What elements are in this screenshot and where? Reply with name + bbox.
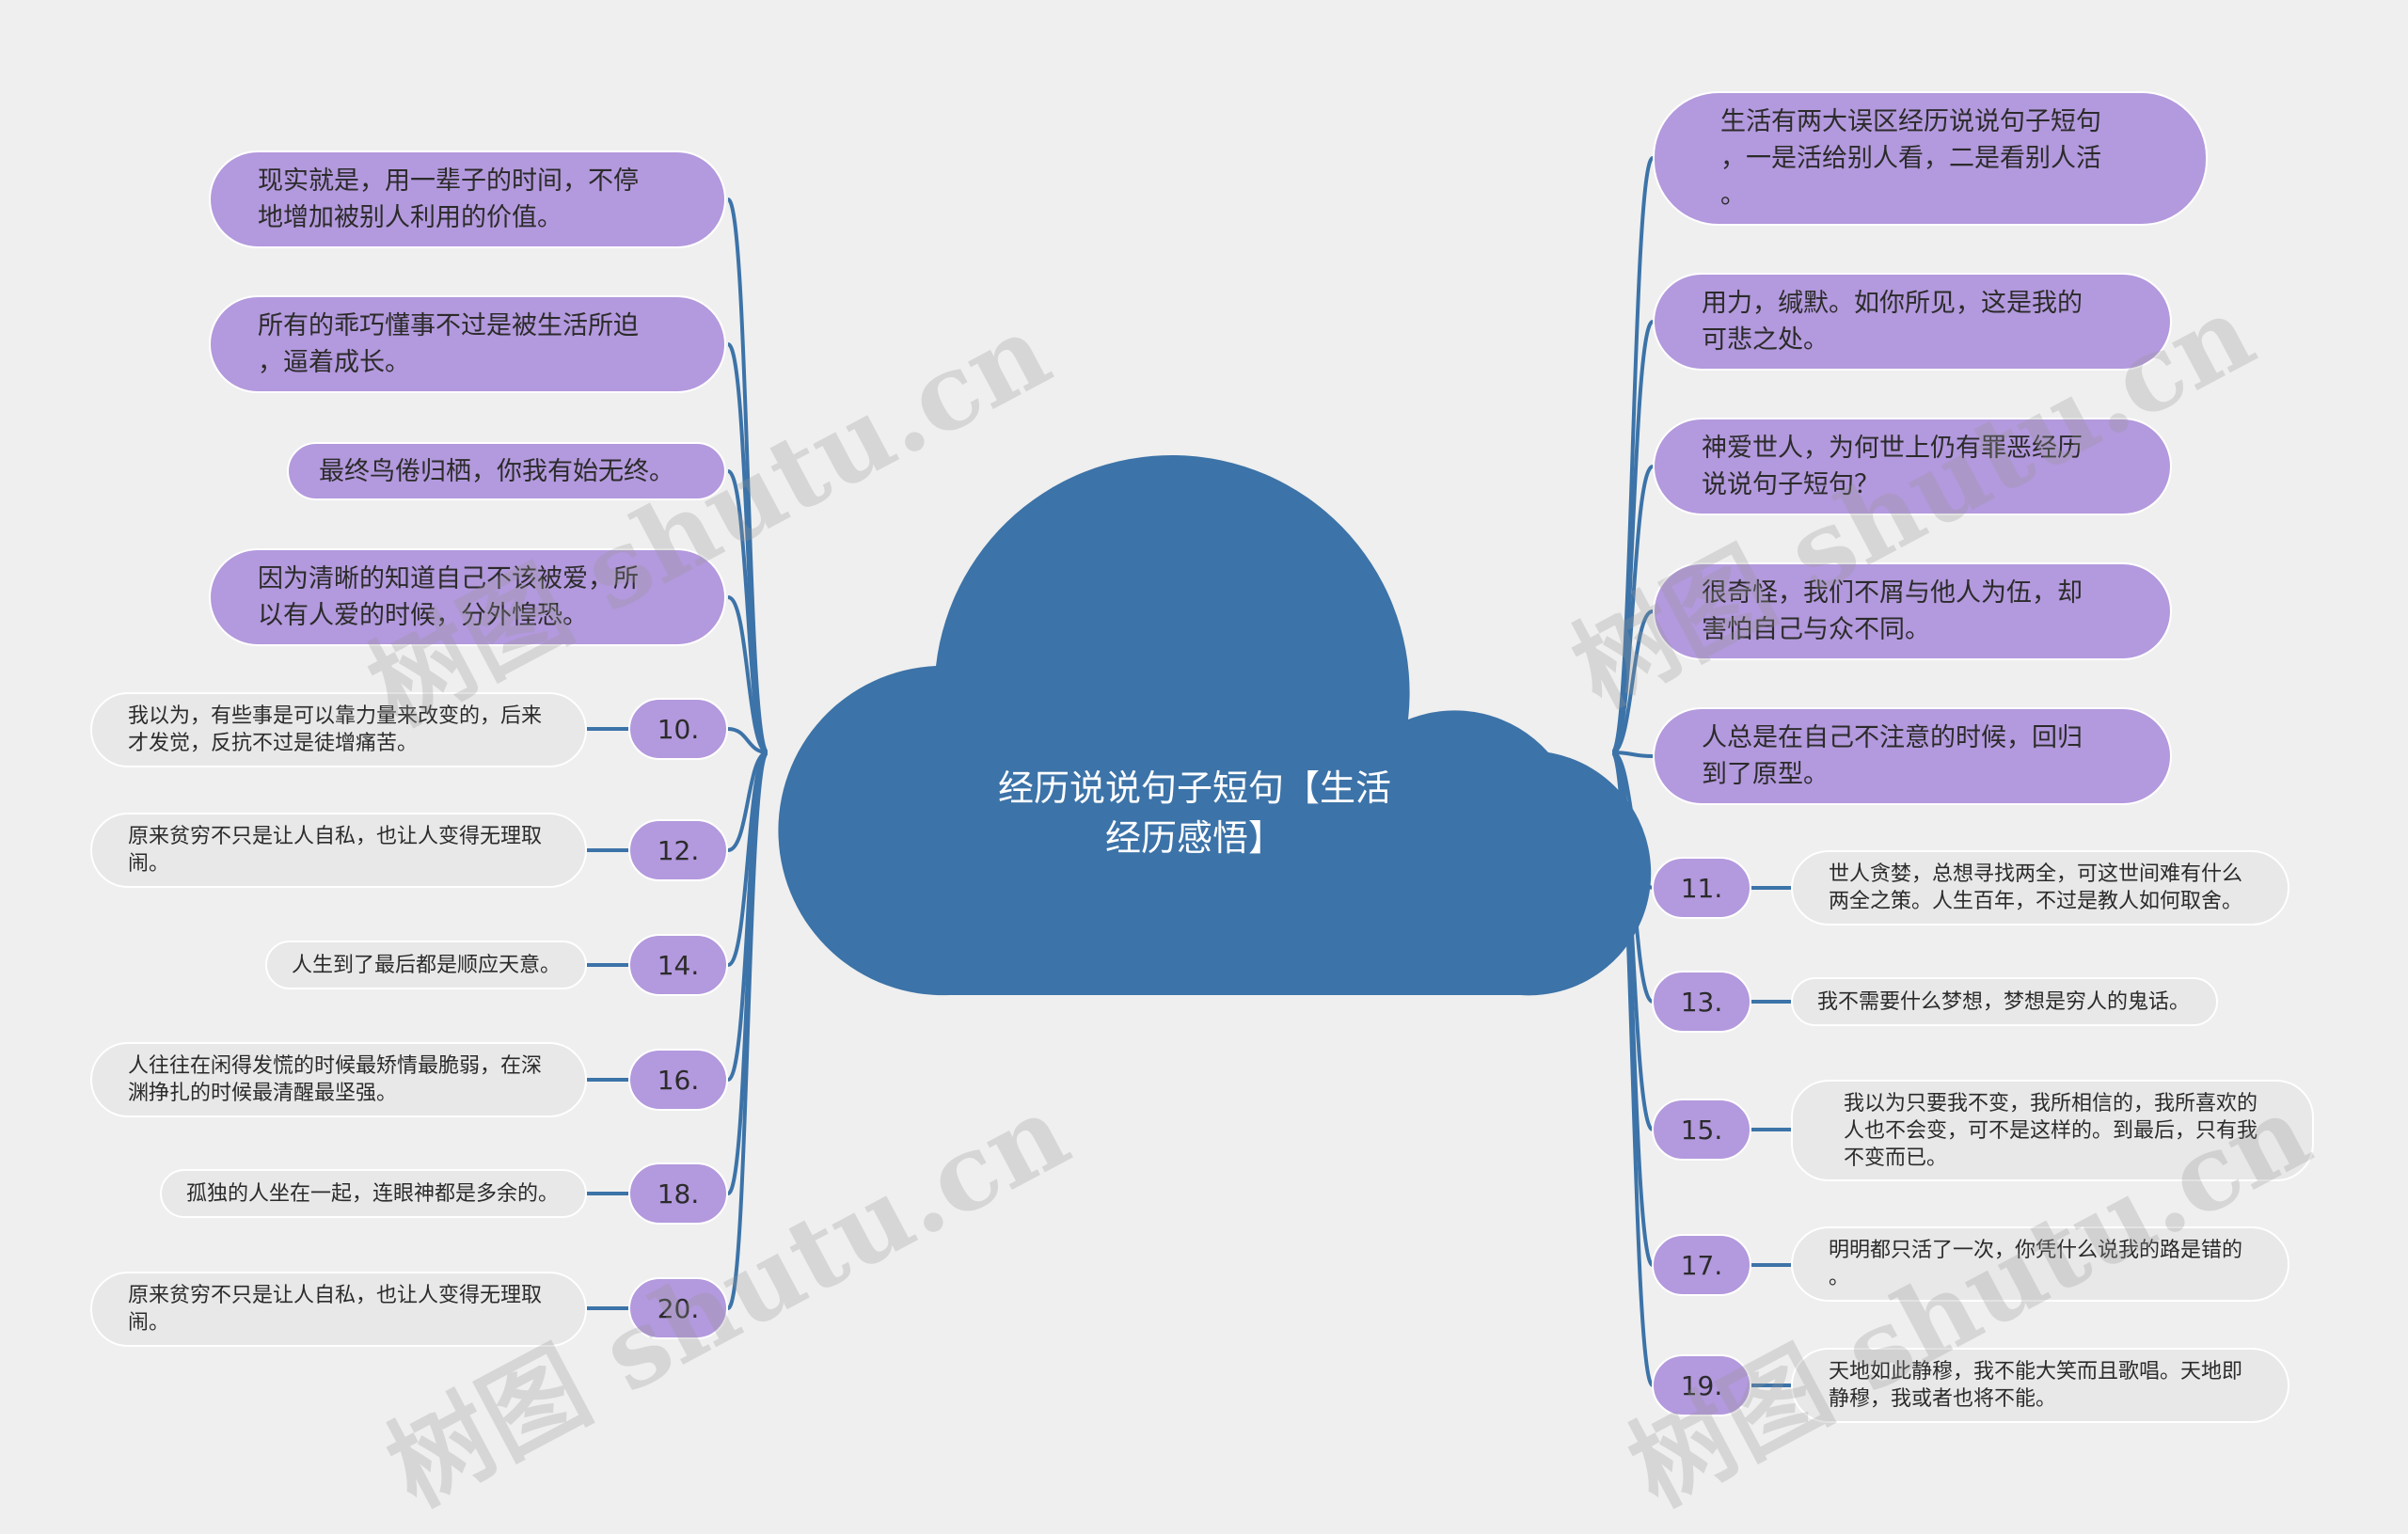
- central-topic-title[interactable]: 经历说说句子短句【生活 经历感悟】: [997, 767, 1391, 859]
- left-number-18[interactable]: 18.: [628, 1162, 728, 1225]
- right-leaf-19-text: 天地如此静穆，我不能大笑而且歌唱。天地即 静穆，我或者也将不能。: [1829, 1360, 2243, 1411]
- left-leaf-18[interactable]: 孤独的人坐在一起，连眼神都是多余的。: [160, 1169, 587, 1218]
- left-topic-4-text: 因为清晰的知道自己不该被爱，所 以有人爱的时候，分外惶恐。: [258, 564, 639, 630]
- left-topic-3[interactable]: 最终鸟倦归栖，你我有始无终。: [287, 442, 726, 500]
- right-link-4: [1611, 609, 1654, 754]
- right-topic-5-text: 人总是在自己不注意的时候，回归 到了原型。: [1702, 723, 2083, 789]
- left-leaf-14[interactable]: 人生到了最后都是顺应天意。: [265, 941, 587, 989]
- right-number-15[interactable]: 15.: [1652, 1099, 1751, 1161]
- right-number-13[interactable]: 13.: [1652, 971, 1751, 1033]
- left-topic-2-text: 所有的乖巧懂事不过是被生活所迫 ，逼着成长。: [258, 311, 639, 377]
- left-topic-3-text: 最终鸟倦归栖，你我有始无终。: [319, 456, 674, 486]
- left-link-10: [726, 751, 769, 1310]
- right-topic-4-text: 很奇怪，我们不屑与他人为伍，却 害怕自己与众不同。: [1702, 578, 2083, 644]
- right-leaf-17-text: 明明都只活了一次，你凭什么说我的路是错的 。: [1829, 1239, 2243, 1289]
- left-leaf-10[interactable]: 我以为，有些事是可以靠力量来改变的，后来 才发觉，反抗不过是徒增痛苦。: [90, 692, 587, 767]
- right-leaf-11-text: 世人贪婪，总想寻找两全，可这世间难有什么 两全之策。人生百年，不过是教人如何取舍…: [1829, 862, 2243, 913]
- left-leaf-14-text: 人生到了最后都是顺应天意。: [292, 953, 562, 977]
- left-leaf-20[interactable]: 原来贫穷不只是让人自私，也让人变得无理取 闹。: [90, 1272, 587, 1347]
- left-leaf-12[interactable]: 原来贫穷不只是让人自私，也让人变得无理取 闹。: [90, 813, 587, 888]
- left-topic-2[interactable]: 所有的乖巧懂事不过是被生活所迫 ，逼着成长。: [209, 295, 726, 393]
- right-topic-5[interactable]: 人总是在自己不注意的时候，回归 到了原型。: [1653, 707, 2172, 805]
- right-topic-1[interactable]: 生活有两大误区经历说说句子短句 ，一是活给别人看，二是看别人活 。: [1653, 91, 2208, 226]
- left-leaf-12-text: 原来贫穷不只是让人自私，也让人变得无理取 闹。: [128, 825, 543, 876]
- right-link-3: [1610, 465, 1655, 754]
- left-number-10[interactable]: 10.: [628, 698, 728, 760]
- left-number-12[interactable]: 12.: [628, 819, 728, 881]
- left-leaf-10-text: 我以为，有些事是可以靠力量来改变的，后来 才发觉，反抗不过是徒增痛苦。: [128, 704, 543, 755]
- right-leaf-13[interactable]: 我不需要什么梦想，梦想是穷人的鬼话。: [1791, 977, 2218, 1026]
- left-leaf-16[interactable]: 人往往在闲得发慌的时候最矫情最脆弱，在深 渊挣扎的时候最清醒最坚强。: [90, 1042, 587, 1117]
- right-topic-2-text: 用力，缄默。如你所见，这是我的 可悲之处。: [1702, 289, 2083, 355]
- right-topic-3-text: 神爱世人，为何世上仍有罪恶经历 说说句子短句？: [1702, 434, 2083, 499]
- left-number-20[interactable]: 20.: [628, 1277, 728, 1339]
- right-number-17[interactable]: 17.: [1652, 1234, 1751, 1296]
- right-leaf-11[interactable]: 世人贪婪，总想寻找两全，可这世间难有什么 两全之策。人生百年，不过是教人如何取舍…: [1791, 850, 2289, 925]
- right-topic-2[interactable]: 用力，缄默。如你所见，这是我的 可悲之处。: [1653, 273, 2172, 371]
- left-number-14[interactable]: 14.: [628, 934, 728, 996]
- left-leaf-20-text: 原来贫穷不只是让人自私，也让人变得无理取 闹。: [128, 1284, 543, 1335]
- left-link-5: [727, 727, 768, 754]
- left-leaf-16-text: 人往往在闲得发慌的时候最矫情最脆弱，在深 渊挣扎的时候最清醒最坚强。: [128, 1054, 543, 1105]
- right-number-11[interactable]: 11.: [1652, 857, 1751, 919]
- left-number-16[interactable]: 16.: [628, 1049, 728, 1111]
- right-leaf-17[interactable]: 明明都只活了一次，你凭什么说我的路是错的 。: [1791, 1226, 2289, 1302]
- left-link-4: [727, 595, 768, 754]
- right-leaf-15[interactable]: 我以为只要我不变，我所相信的，我所喜欢的 人也不会变，可不是这样的。到最后，只有…: [1791, 1080, 2314, 1181]
- left-topic-1[interactable]: 现实就是，用一辈子的时间，不停 地增加被别人利用的价值。: [209, 150, 726, 248]
- right-number-19[interactable]: 19.: [1652, 1354, 1751, 1416]
- left-topic-4[interactable]: 因为清晰的知道自己不该被爱，所 以有人爱的时候，分外惶恐。: [209, 548, 726, 646]
- right-topic-3[interactable]: 神爱世人，为何世上仍有罪恶经历 说说句子短句？: [1653, 418, 2172, 515]
- right-leaf-19[interactable]: 天地如此静穆，我不能大笑而且歌唱。天地即 静穆，我或者也将不能。: [1791, 1348, 2289, 1423]
- right-topic-4[interactable]: 很奇怪，我们不屑与他人为伍，却 害怕自己与众不同。: [1653, 562, 2172, 660]
- left-link-3: [726, 469, 769, 754]
- left-topic-1-text: 现实就是，用一辈子的时间，不停 地增加被别人利用的价值。: [258, 166, 639, 232]
- left-leaf-18-text: 孤独的人坐在一起，连眼神都是多余的。: [186, 1181, 560, 1206]
- right-link-10: [1610, 751, 1655, 1387]
- right-leaf-15-text: 我以为只要我不变，我所相信的，我所喜欢的 人也不会变，可不是这样的。到最后，只有…: [1844, 1091, 2258, 1170]
- right-leaf-13-text: 我不需要什么梦想，梦想是穷人的鬼话。: [1817, 989, 2191, 1014]
- cloud-shape: [778, 454, 1652, 996]
- right-topic-1-text: 生活有两大误区经历说说句子短句 ，一是活给别人看，二是看别人活 。: [1720, 107, 2101, 210]
